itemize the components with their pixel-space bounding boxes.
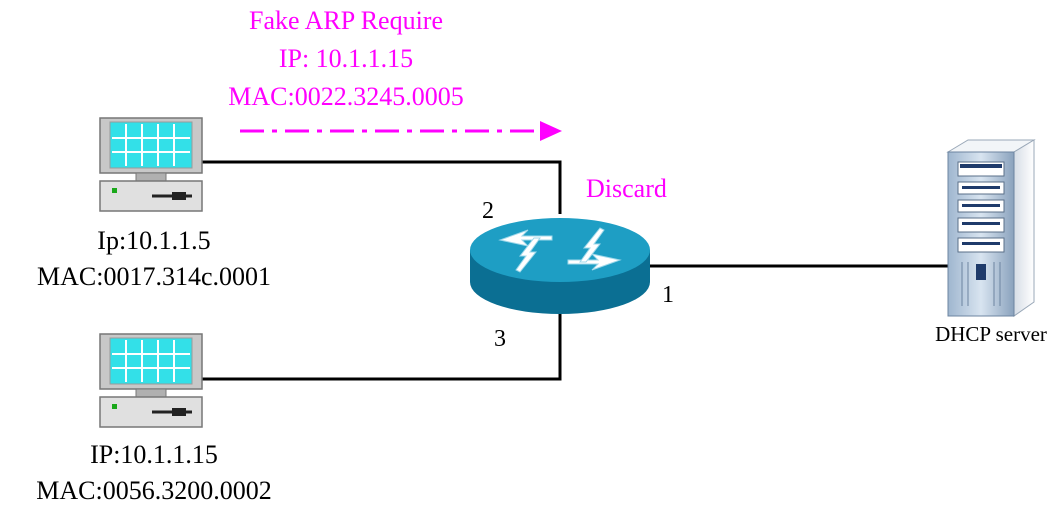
fake-arp-arrowhead bbox=[540, 121, 562, 141]
server-tower-icon bbox=[946, 139, 1036, 317]
annotation-mac: MAC:0022.3245.0005 bbox=[228, 82, 464, 111]
port-3-label: 3 bbox=[494, 326, 506, 352]
desktop-computer-icon bbox=[99, 117, 203, 212]
host2-mac-label: MAC:0056.3200.0002 bbox=[36, 476, 272, 505]
link-host2-router bbox=[202, 312, 562, 381]
host1-mac-label: MAC:0017.314c.0001 bbox=[37, 262, 271, 291]
link-host1-router bbox=[202, 160, 562, 214]
host2-ip-label: IP:10.1.1.15 bbox=[90, 440, 218, 469]
host1-ip-label: Ip:10.1.1.5 bbox=[97, 226, 211, 255]
port-2-label: 2 bbox=[482, 198, 494, 224]
server-label: DHCP server bbox=[935, 322, 1047, 346]
annotation-title: Fake ARP Require bbox=[248, 6, 444, 35]
discard-label: Discard bbox=[586, 174, 667, 203]
desktop-computer-icon bbox=[99, 333, 203, 428]
annotation-ip: IP: 10.1.1.15 bbox=[278, 44, 414, 73]
router-icon bbox=[470, 218, 650, 314]
port-1-label: 1 bbox=[662, 282, 674, 308]
